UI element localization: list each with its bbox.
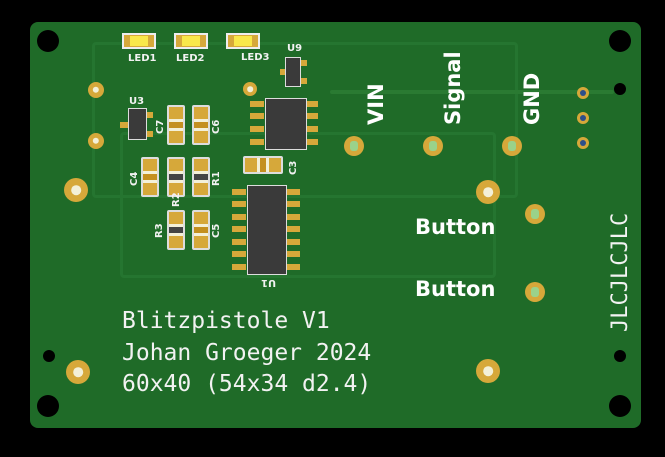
c7-label: C7 bbox=[155, 119, 166, 134]
info-line-1: Blitzpistole V1 bbox=[122, 308, 330, 334]
c5 bbox=[192, 210, 210, 250]
through-hole-pad bbox=[476, 180, 500, 204]
c3-label: C3 bbox=[288, 160, 299, 175]
u3-label: U3 bbox=[129, 96, 145, 107]
r3-label: R3 bbox=[154, 223, 165, 238]
via-pad bbox=[88, 133, 104, 149]
r3 bbox=[167, 210, 185, 250]
led2 bbox=[174, 33, 208, 49]
led1 bbox=[122, 33, 156, 49]
via-pad bbox=[243, 82, 257, 96]
header-pad bbox=[577, 137, 589, 149]
mounting-hole bbox=[37, 395, 59, 417]
vin-label: VIN bbox=[364, 83, 388, 125]
via-hole bbox=[614, 83, 626, 95]
signal-pad bbox=[423, 136, 443, 156]
via-pad bbox=[88, 82, 104, 98]
c3 bbox=[243, 156, 283, 174]
led1-label: LED1 bbox=[128, 53, 157, 64]
mounting-hole bbox=[609, 395, 631, 417]
led2-label: LED2 bbox=[176, 53, 205, 64]
gnd-pad bbox=[502, 136, 522, 156]
c6-label: C6 bbox=[211, 119, 222, 134]
through-hole-pad bbox=[64, 178, 88, 202]
r2 bbox=[167, 157, 185, 197]
through-hole-pad bbox=[476, 359, 500, 383]
button-pad bbox=[525, 204, 545, 224]
signal-label: Signal bbox=[441, 51, 465, 125]
r1 bbox=[192, 157, 210, 197]
header-pad bbox=[577, 112, 589, 124]
c7 bbox=[167, 105, 185, 145]
gnd-label: GND bbox=[520, 72, 544, 125]
r2-label: R2 bbox=[171, 192, 182, 207]
c6 bbox=[192, 105, 210, 145]
info-line-2: Johan Groeger 2024 bbox=[122, 340, 372, 366]
info-line-3: 60x40 (54x34 d2.4) bbox=[122, 371, 372, 397]
via-hole bbox=[43, 350, 55, 362]
c5-label: C5 bbox=[211, 223, 222, 238]
pcb-board bbox=[30, 22, 641, 428]
button-pad bbox=[525, 282, 545, 302]
vin-pad bbox=[344, 136, 364, 156]
r1-label: R1 bbox=[211, 171, 222, 186]
c4-label: C4 bbox=[129, 171, 140, 186]
through-hole-pad bbox=[66, 360, 90, 384]
button-label-1: Button bbox=[415, 215, 496, 239]
button-label-2: Button bbox=[415, 277, 496, 301]
via-hole bbox=[614, 350, 626, 362]
jlc-edge-text: JLCJLCJLC bbox=[608, 212, 633, 332]
mounting-hole bbox=[609, 30, 631, 52]
u2-chip bbox=[265, 98, 307, 150]
header-pad bbox=[577, 87, 589, 99]
u1-label: U1 bbox=[261, 277, 277, 288]
c4 bbox=[141, 157, 159, 197]
led3 bbox=[226, 33, 260, 49]
u9-chip bbox=[285, 57, 301, 87]
u3-chip bbox=[128, 108, 147, 140]
mounting-hole bbox=[37, 30, 59, 52]
u9-label: U9 bbox=[287, 43, 303, 54]
u1-chip bbox=[247, 185, 287, 275]
led3-label: LED3 bbox=[241, 52, 270, 63]
